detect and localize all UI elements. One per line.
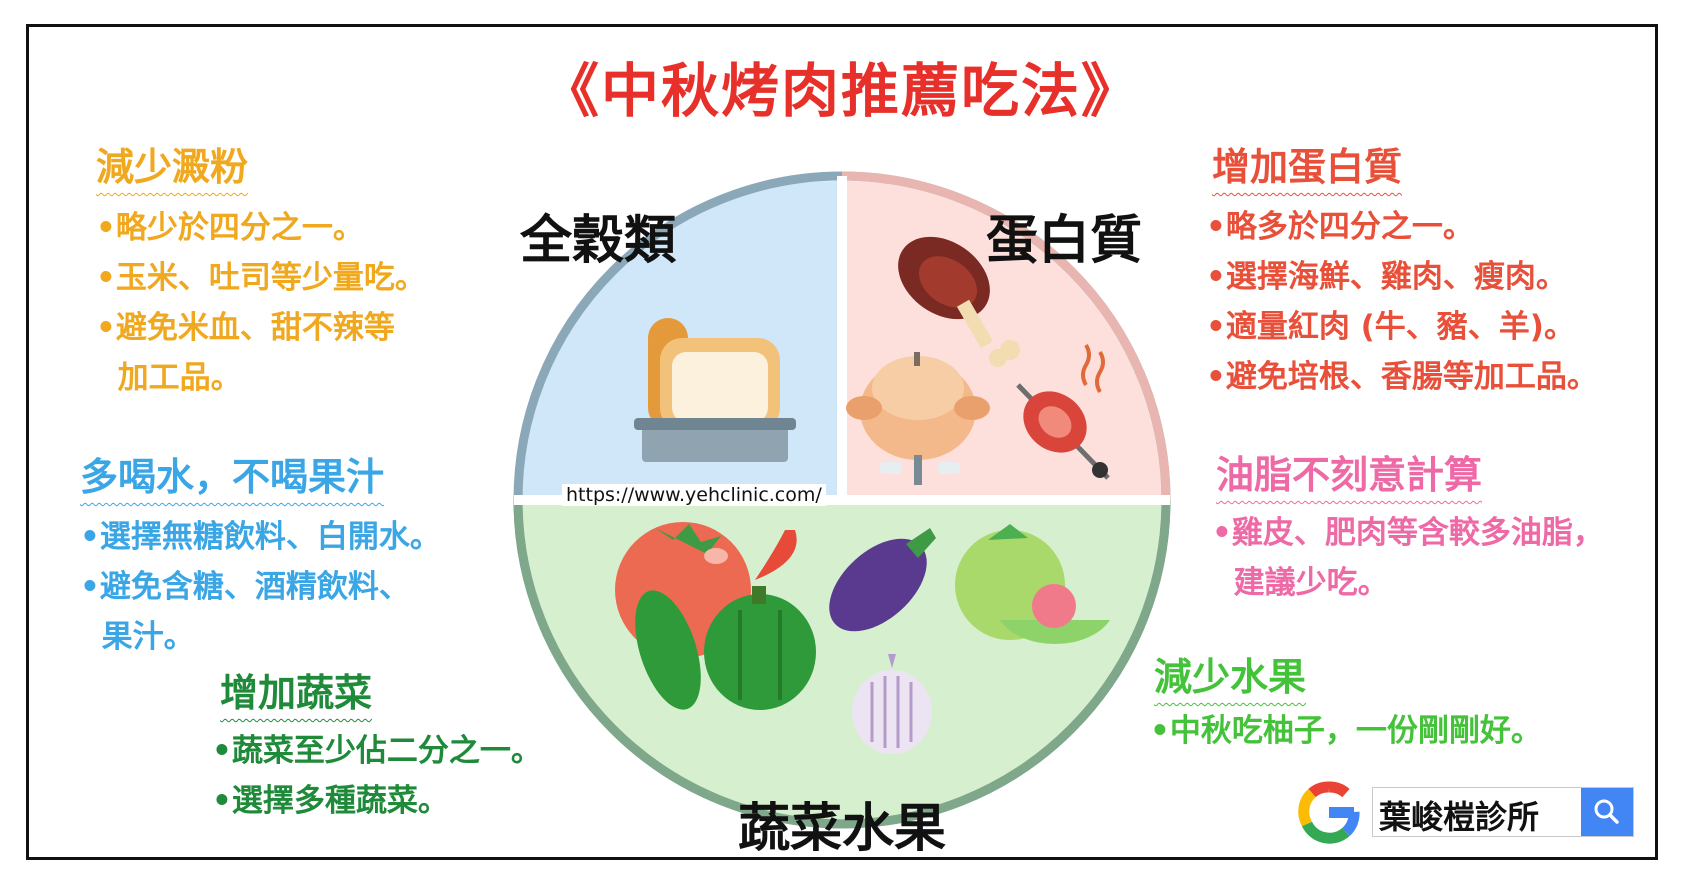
fruit-heading: 減少水果 bbox=[1154, 655, 1307, 699]
vegetables-heading: 增加蔬菜 bbox=[220, 671, 373, 715]
list-item: •略多於四分之一。 bbox=[1206, 209, 1474, 245]
search-icon bbox=[1594, 799, 1619, 824]
fruit-list: •中秋吃柚子，一份剛剛好。 bbox=[1150, 706, 1542, 756]
water-list: •選擇無糖飲料、白開水。 •避免含糖、酒精飲料、 果汁。 bbox=[80, 512, 441, 662]
clinic-url[interactable]: https://www.yehclinic.com/ bbox=[562, 484, 826, 506]
list-item: 加工品。 bbox=[96, 360, 242, 396]
ham-icon bbox=[898, 236, 1020, 367]
list-item: •略少於四分之一。 bbox=[96, 210, 364, 246]
google-g-icon bbox=[1298, 781, 1360, 844]
list-item: •選擇海鮮、雞肉、瘦肉。 bbox=[1206, 259, 1567, 295]
pepper-icon bbox=[635, 586, 816, 710]
list-item: •雞皮、肥肉等含較多油脂， bbox=[1212, 515, 1604, 551]
list-item: •避免培根、香腸等加工品。 bbox=[1206, 359, 1598, 395]
protein-heading: 增加蛋白質 bbox=[1212, 145, 1403, 189]
bread-icon bbox=[634, 318, 796, 462]
search-button[interactable] bbox=[1581, 788, 1633, 836]
eggplant-icon bbox=[829, 528, 936, 632]
grains-label: 全穀類 bbox=[520, 211, 677, 271]
search-input[interactable]: 葉峻榿診所 bbox=[1372, 787, 1634, 837]
list-item: •選擇無糖飲料、白開水。 bbox=[80, 519, 441, 555]
water-heading: 多喝水，不喝果汁 bbox=[80, 455, 385, 499]
vegfruit-quadrant bbox=[518, 500, 1166, 824]
veg-fruit-label: 蔬菜水果 bbox=[738, 799, 947, 859]
list-item: •避免含糖、酒精飲料、 bbox=[80, 569, 410, 605]
starch-heading: 減少澱粉 bbox=[96, 145, 249, 189]
list-item: 建議少吃。 bbox=[1212, 565, 1389, 601]
search-query: 葉峻榿診所 bbox=[1379, 798, 1540, 836]
list-item: 果汁。 bbox=[80, 619, 195, 655]
onion-icon bbox=[852, 654, 932, 754]
clinic-search-bar: 葉峻榿診所 bbox=[1296, 781, 1634, 844]
fat-list: •雞皮、肥肉等含較多油脂， 建議少吃。 bbox=[1212, 508, 1604, 608]
chili-icon bbox=[755, 530, 797, 580]
vegetables-list: •蔬菜至少佔二分之一。 •選擇多種蔬菜。 bbox=[212, 726, 542, 826]
protein-list: •略多於四分之一。 •選擇海鮮、雞肉、瘦肉。 •適量紅肉 (牛、豬、羊)。 •避… bbox=[1206, 202, 1598, 402]
list-item: •蔬菜至少佔二分之一。 bbox=[212, 733, 542, 769]
roast-chicken-icon bbox=[846, 352, 990, 485]
list-item: •選擇多種蔬菜。 bbox=[212, 783, 449, 819]
starch-list: •略少於四分之一。 •玉米、吐司等少量吃。 •避免米血、甜不辣等 加工品。 bbox=[96, 203, 426, 403]
skewer-icon bbox=[1016, 343, 1110, 480]
list-item: •中秋吃柚子，一份剛剛好。 bbox=[1150, 713, 1542, 749]
list-item: •避免米血、甜不辣等 bbox=[96, 310, 395, 346]
list-item: •玉米、吐司等少量吃。 bbox=[96, 260, 426, 296]
guava-icon bbox=[955, 524, 1110, 645]
protein-label: 蛋白質 bbox=[986, 211, 1143, 271]
page-title: 《中秋烤肉推薦吃法》 bbox=[540, 57, 1141, 125]
fat-heading: 油脂不刻意計算 bbox=[1216, 453, 1483, 497]
list-item: •適量紅肉 (牛、豬、羊)。 bbox=[1206, 309, 1575, 345]
